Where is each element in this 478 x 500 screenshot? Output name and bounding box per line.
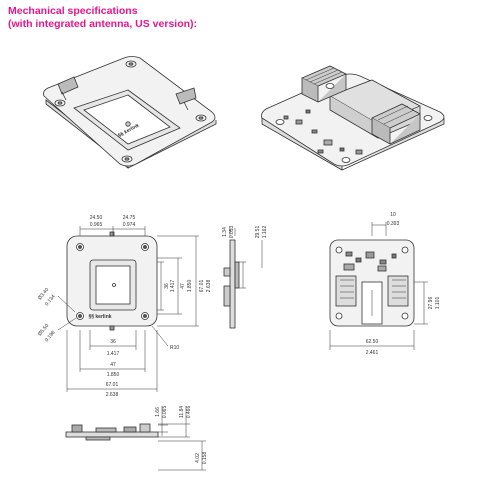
back-dim-width-mm: 62.50 — [366, 339, 379, 345]
front-dim-inner-v2-mm: 47 — [180, 283, 186, 289]
back-dim-top-mm: 10 — [390, 212, 396, 218]
front-view — [66, 231, 158, 331]
front-dim-outer-h-mm: 67.01 — [106, 382, 119, 388]
front-dim-top-left-in: 0.965 — [90, 222, 103, 228]
front-dim-outer-h-in: 2.638 — [106, 392, 119, 398]
front-dim-top-left-mm: 24.50 — [90, 215, 103, 221]
back-dim-top-in: 0.393 — [387, 221, 400, 227]
front-dim-inner-v2-in: 1.850 — [187, 280, 193, 293]
side-view — [223, 239, 240, 329]
front-dim-outer-v-in: 2.638 — [206, 280, 212, 293]
bottom-dim-b-in: 0.466 — [186, 406, 192, 419]
front-dim-inner-h2-mm: 47 — [110, 362, 116, 368]
front-dim-inner-h2-in: 1.850 — [107, 372, 120, 378]
front-dim-inner-v1-mm: 36 — [164, 283, 170, 289]
bottom-dim-a-mm: 1.66 — [155, 407, 161, 417]
front-dim-inner-v1-in: 1.417 — [170, 280, 176, 293]
front-dim-top-right-in: 0.974 — [123, 222, 136, 228]
iso-view-back — [261, 65, 445, 171]
front-brand-label: §§ kerlink — [88, 314, 111, 320]
page-heading: Mechanical specifications (with integrat… — [8, 5, 197, 31]
front-radius-label: R10 — [170, 345, 179, 351]
side-dim-thick-in: 0.053 — [229, 226, 235, 239]
back-dim-right-in: 1.101 — [435, 297, 441, 310]
bottom-view — [65, 423, 159, 441]
side-dim-thick-mm: 1.34 — [222, 227, 228, 237]
bottom-dim-a-in: 0.065 — [162, 406, 168, 419]
front-dim-top-right-mm: 24.75 — [123, 215, 136, 221]
side-dim-height-mm: 29.51 — [255, 226, 261, 239]
back-dim-width-in: 2.461 — [366, 350, 379, 356]
back-dim-right-mm: 27.96 — [428, 297, 434, 310]
heading-line-1: Mechanical specifications — [8, 5, 138, 17]
bottom-dim-b-mm: 11.84 — [179, 406, 185, 418]
back-view — [329, 239, 415, 327]
heading-line-2: (with integrated antenna, US version): — [8, 18, 198, 30]
front-dim-outer-v-mm: 67.01 — [199, 280, 205, 293]
iso-view-front — [43, 56, 217, 169]
front-dim-inner-h1-in: 1.417 — [107, 351, 120, 357]
bottom-dim-c-mm: 4.02 — [195, 453, 201, 463]
side-dim-height-in: 1.162 — [262, 226, 268, 239]
bottom-dim-c-in: 0.158 — [202, 452, 208, 465]
front-dim-inner-h1-mm: 36 — [110, 339, 116, 345]
